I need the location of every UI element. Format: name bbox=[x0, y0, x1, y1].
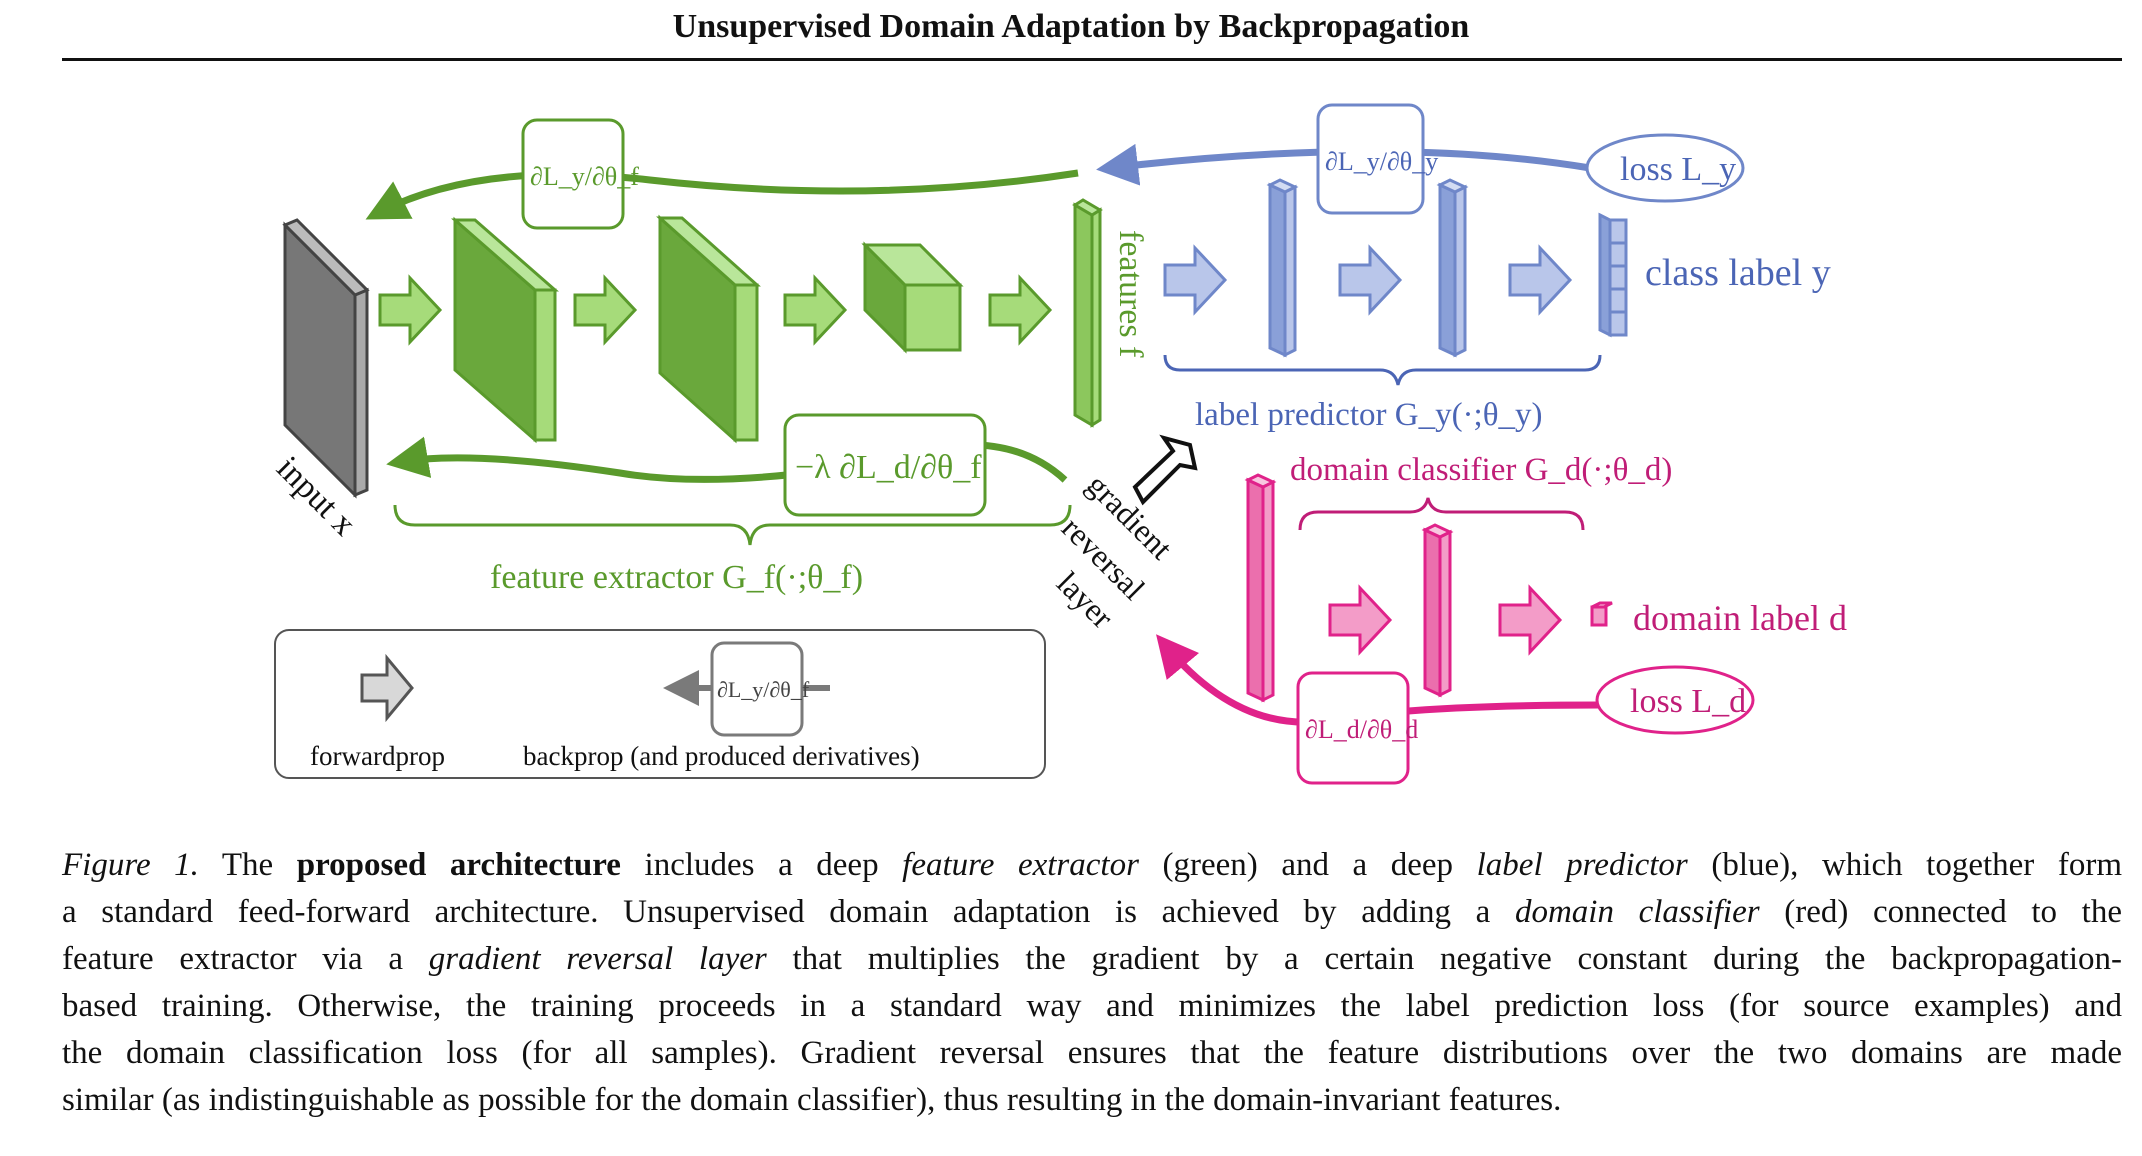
domain-output-cube bbox=[1590, 601, 1613, 627]
caption-line-3: feature extractor via a gradient reversa… bbox=[62, 936, 2122, 983]
grad-rev-label: −λ ∂L_d/∂θ_f bbox=[795, 449, 982, 486]
caption-text: a standard feed-forward architecture. Un… bbox=[62, 894, 1515, 930]
label-predictor-forward-arrow bbox=[1163, 244, 1573, 316]
caption-italic-term: domain classifier bbox=[1514, 894, 1760, 930]
domain-forward-arrow bbox=[1328, 584, 1563, 656]
caption-bold-term: proposed architecture bbox=[296, 847, 621, 883]
forward-arrow bbox=[378, 274, 1053, 346]
label-predictor-layer-2 bbox=[1436, 178, 1469, 358]
caption-line-1: Figure 1. The proposed architecture incl… bbox=[62, 842, 2122, 889]
architecture-figure: input x features f bbox=[269, 103, 1847, 785]
feature-extractor-brace bbox=[393, 504, 1072, 546]
grad-lp-label: ∂L_y/∂θ_y bbox=[1325, 147, 1438, 176]
class-label: class label y bbox=[1645, 252, 1831, 294]
caption-text: includes a deep bbox=[620, 847, 903, 883]
legend-box bbox=[274, 629, 1046, 779]
conv-layer-1 bbox=[451, 216, 559, 444]
caption-text: The bbox=[198, 847, 297, 883]
page-header-title: Unsupervised Domain Adaptation by Backpr… bbox=[672, 8, 1470, 45]
caption-text: feature extractor via a bbox=[62, 941, 429, 977]
features-layer bbox=[1072, 198, 1103, 428]
caption-line-5: the domain classification loss (for all … bbox=[62, 1035, 2122, 1071]
caption-line-6: similar (as indistinguishable as possibl… bbox=[62, 1082, 1562, 1118]
caption-text: (red) connected to the bbox=[1759, 894, 2122, 930]
caption-line-4: based training. Otherwise, the training … bbox=[62, 988, 2122, 1024]
domain-classifier-brace bbox=[1298, 497, 1585, 531]
grad-fe-box bbox=[521, 118, 625, 230]
input-slab bbox=[282, 218, 370, 499]
loss-d-label: loss L_d bbox=[1630, 683, 1746, 720]
feature-backprop-arrow bbox=[365, 169, 1079, 220]
legend-forwardprop-label: forwardprop bbox=[310, 741, 445, 771]
caption-italic-term: gradient reversal layer bbox=[428, 941, 767, 977]
loss-y-ellipse bbox=[1585, 133, 1745, 203]
legend-grad-label: ∂L_y/∂θ_f bbox=[717, 677, 810, 702]
loss-y-label: loss L_y bbox=[1620, 151, 1736, 188]
figure-number: Figure 1. bbox=[62, 847, 199, 883]
label-predictor-layer-1 bbox=[1266, 178, 1299, 358]
class-output-layer bbox=[1598, 212, 1628, 338]
conv-layer-3 bbox=[861, 241, 964, 354]
legend-grad-box bbox=[710, 641, 804, 737]
feature-extractor-label: feature extractor G_f(·;θ_f) bbox=[490, 559, 863, 596]
forwardprop-arrow-icon bbox=[360, 653, 414, 723]
grad-dc-label: ∂L_d/∂θ_d bbox=[1305, 715, 1418, 744]
grad-dc-box bbox=[1296, 671, 1410, 785]
loss-d-ellipse bbox=[1595, 665, 1755, 735]
grad-rev-box bbox=[783, 413, 987, 517]
domain-classifier-label: domain classifier G_d(·;θ_d) bbox=[1290, 452, 1672, 488]
caption-text: (green) and a deep bbox=[1138, 847, 1477, 883]
domain-label: domain label d bbox=[1633, 598, 1847, 638]
header-rule bbox=[62, 58, 2122, 61]
caption-line-2: a standard feed-forward architecture. Un… bbox=[62, 889, 2122, 936]
caption-text: that multiplies the gradient by a certai… bbox=[766, 941, 2122, 977]
legend-backprop-label: backprop (and produced derivatives) bbox=[523, 741, 920, 771]
grad-lp-box bbox=[1316, 103, 1425, 215]
label-predictor-label: label predictor G_y(·;θ_y) bbox=[1195, 397, 1543, 433]
caption-italic-term: label predictor bbox=[1476, 847, 1688, 883]
features-label: features f bbox=[1112, 230, 1149, 358]
grl-arrow-icon bbox=[1132, 434, 1198, 506]
figure-caption: Figure 1. The proposed architecture incl… bbox=[62, 842, 2122, 1124]
grad-fe-label: ∂L_y/∂θ_f bbox=[530, 162, 639, 191]
domain-classifier-layer-2 bbox=[1421, 523, 1454, 698]
label-predictor-brace bbox=[1163, 354, 1602, 386]
caption-italic-term: feature extractor bbox=[902, 847, 1139, 883]
conv-layer-2 bbox=[656, 214, 761, 444]
domain-classifier-layer-1 bbox=[1244, 473, 1277, 703]
caption-text: (blue), which together form bbox=[1687, 847, 2122, 883]
